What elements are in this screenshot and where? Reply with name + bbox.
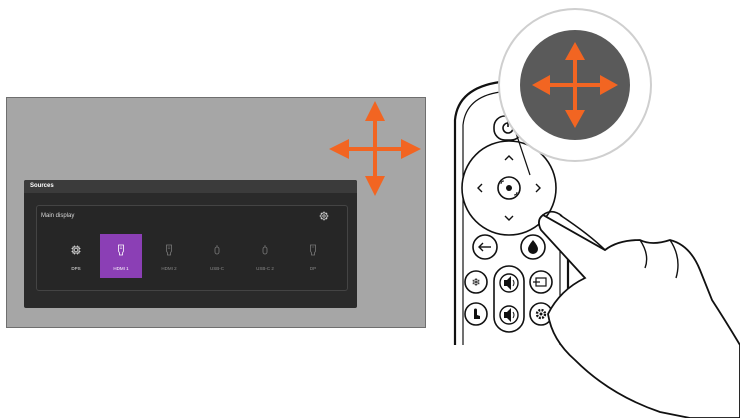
hand-illustration (539, 215, 740, 418)
svg-text:❄: ❄ (471, 276, 480, 289)
touch-button[interactable] (465, 303, 487, 325)
back-button[interactable] (473, 235, 497, 259)
drop-button[interactable] (521, 235, 545, 259)
freeze-button[interactable]: ❄ (465, 271, 487, 293)
volume-rocker[interactable] (494, 266, 524, 332)
input-button[interactable] (530, 271, 552, 293)
